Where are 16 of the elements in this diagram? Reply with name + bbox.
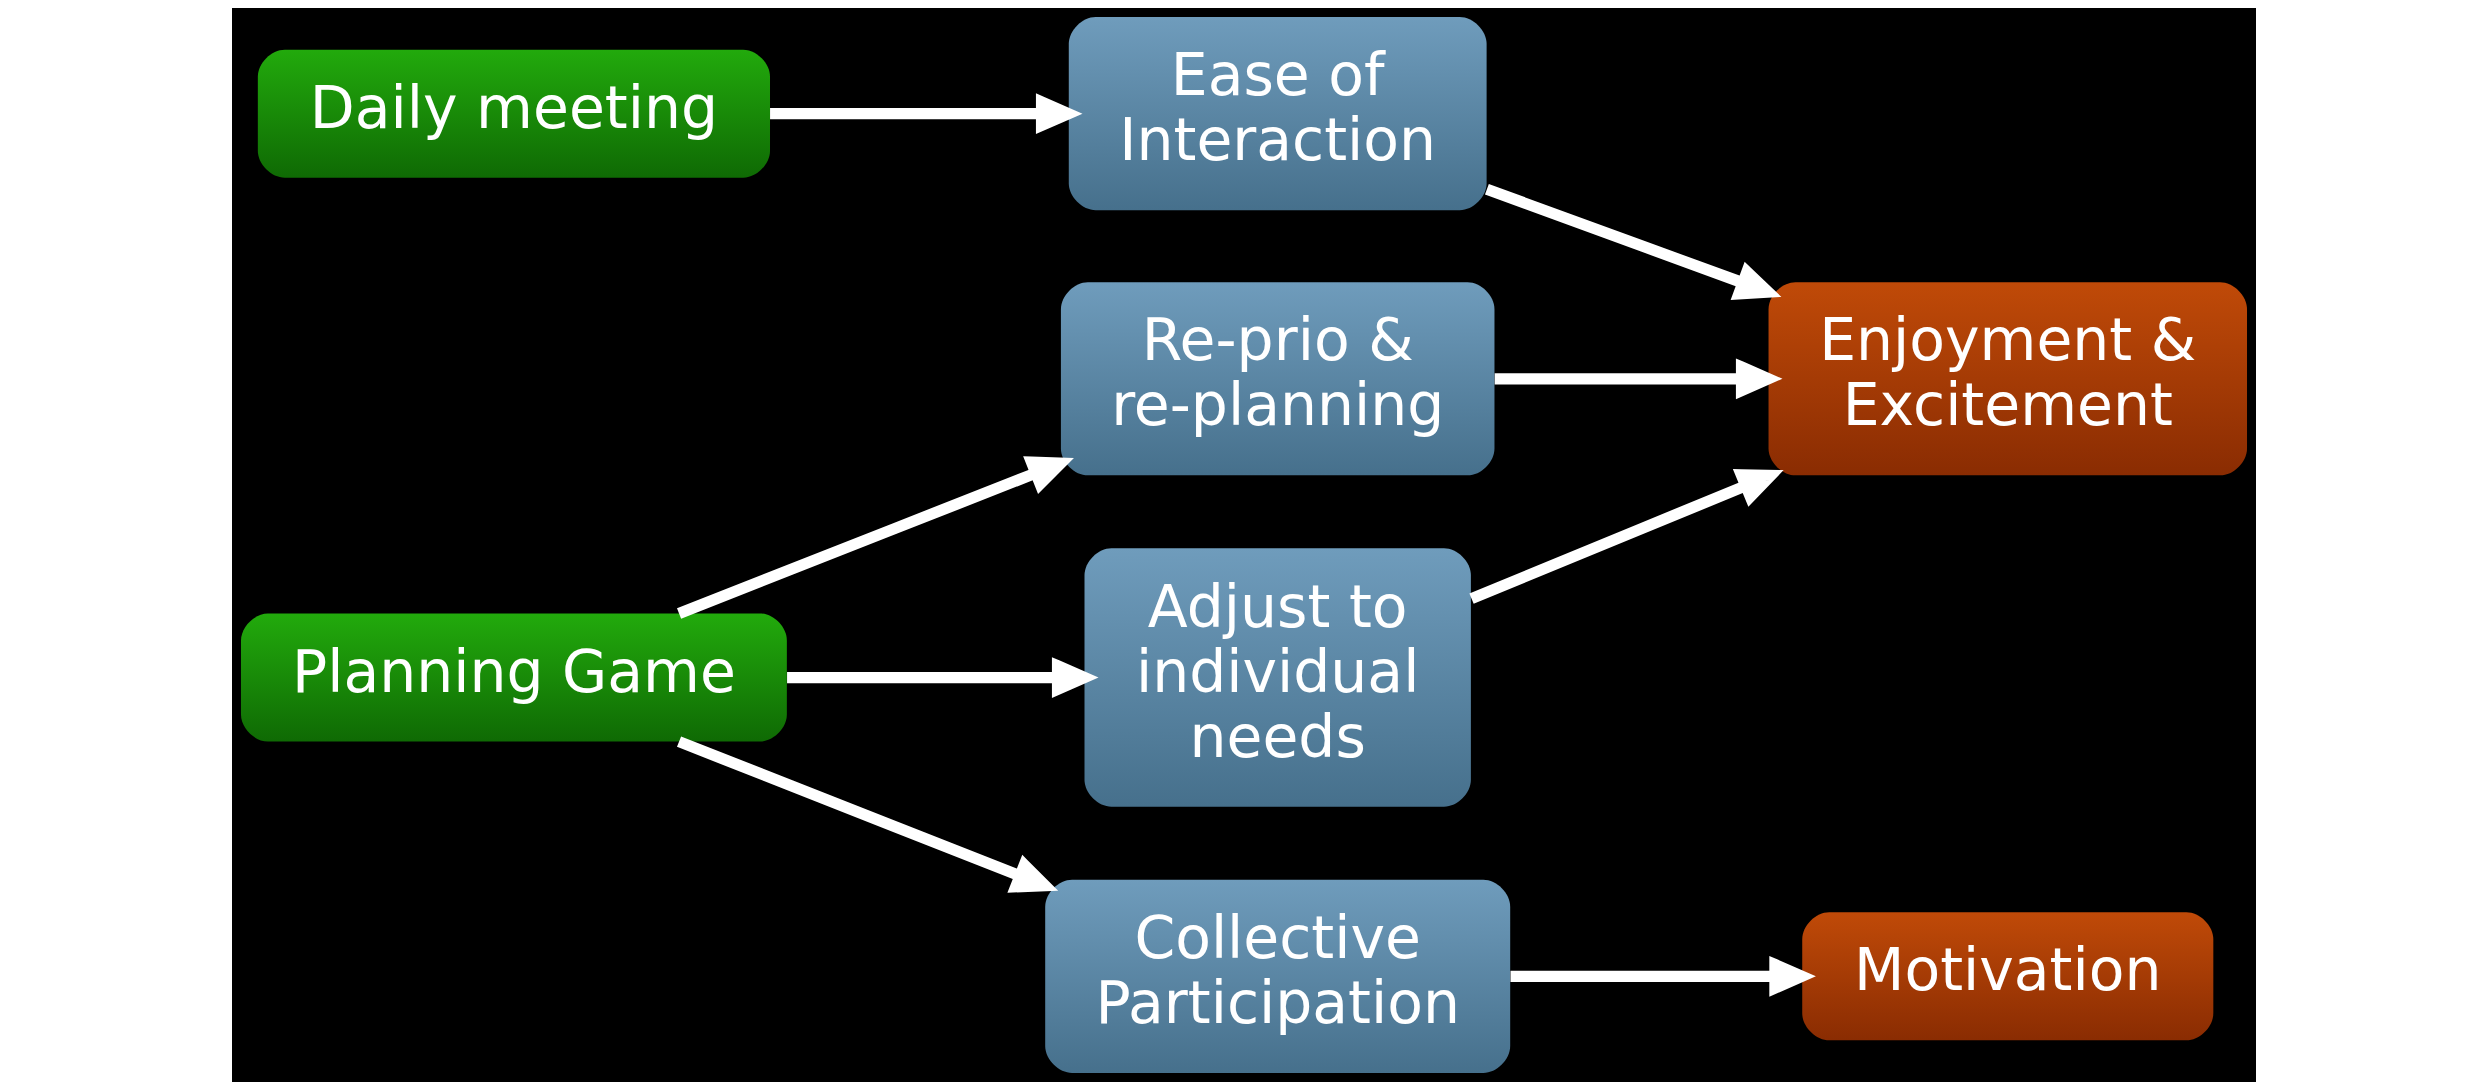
arrow	[786, 657, 1098, 698]
node-box: Enjoyment & Excitement	[1768, 282, 2247, 476]
arrow	[676, 736, 1058, 893]
arrow	[1510, 955, 1816, 997]
arrow	[1484, 184, 1781, 301]
arrow	[676, 456, 1074, 619]
node-box: Motivation	[1801, 912, 2213, 1041]
arrow	[1468, 469, 1784, 604]
node-box: Daily meeting	[257, 49, 770, 178]
arrow	[769, 93, 1082, 135]
arrow	[1494, 358, 1782, 400]
node-box: Collective Participation	[1044, 879, 1510, 1073]
node-box: Re-prio & re-planning	[1060, 282, 1494, 476]
node-box: Ease of Interaction	[1068, 17, 1487, 211]
node-box: Planning Game	[240, 613, 787, 742]
node-box: Adjust to individual needs	[1084, 548, 1471, 807]
